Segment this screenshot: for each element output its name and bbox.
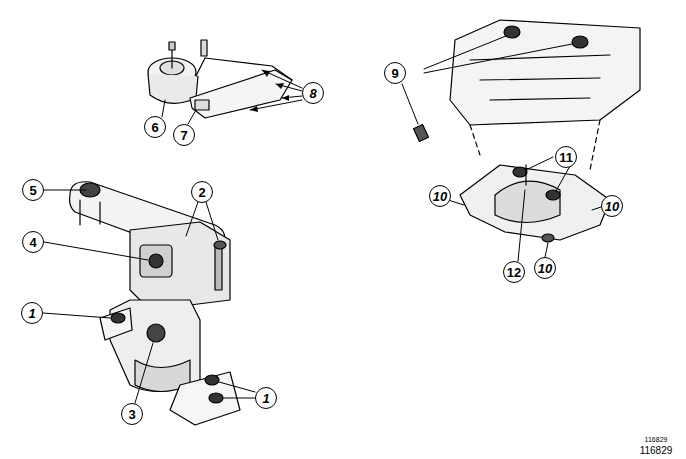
- callout-number: 6: [144, 116, 166, 138]
- callout-number: 11: [555, 146, 577, 168]
- callout-number: 9: [384, 62, 406, 84]
- callout-number: 8: [302, 82, 324, 104]
- reference-number: 116829: [640, 446, 673, 456]
- callout-number: 1: [21, 302, 43, 324]
- callout-number: 10: [429, 185, 451, 207]
- callout-number: 3: [121, 403, 143, 425]
- callout-number: 12: [503, 261, 525, 283]
- lower-left-mount: [70, 182, 240, 425]
- callout-number: 10: [601, 195, 623, 217]
- callout-number: 10: [534, 257, 556, 279]
- callout-number: 5: [22, 179, 44, 201]
- callout-number: 1: [255, 387, 277, 409]
- callout-number: 2: [191, 181, 213, 203]
- callout-number: 4: [22, 231, 44, 253]
- right-mount: [414, 20, 640, 242]
- callout-number: 7: [173, 124, 195, 146]
- reference-number: 116829: [645, 436, 668, 443]
- leader-lines: [43, 36, 601, 403]
- arrowheads: [250, 70, 289, 112]
